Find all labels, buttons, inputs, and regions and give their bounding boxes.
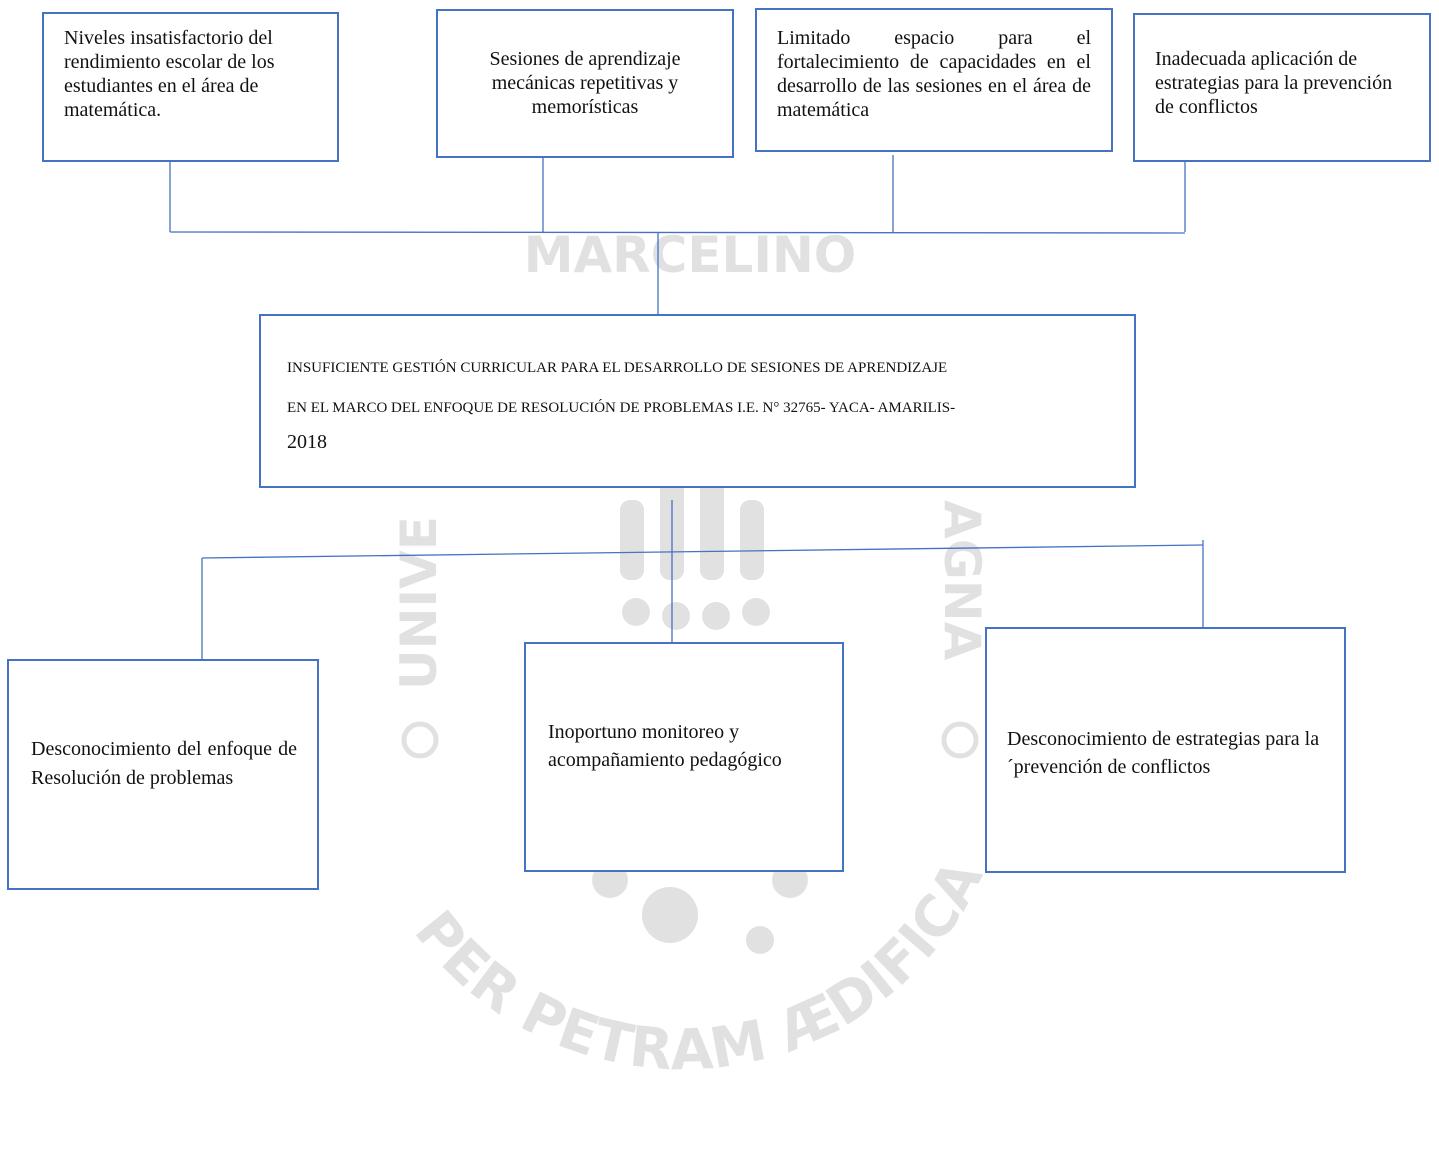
cause-box-1: Desconocimiento del enfoque de Resolució… <box>7 659 319 890</box>
central-problem-box: INSUFICIENTE GESTIÓN CURRICULAR PARA EL … <box>259 314 1136 488</box>
effect-text-3: Limitado espacio para el fortalecimiento… <box>777 27 1091 121</box>
cause-text-3: Desconocimiento de estrategias para la ´… <box>1007 728 1320 778</box>
effect-box-2: Sesiones de aprendizaje mecánicas repeti… <box>436 9 734 158</box>
effect-box-4: Inadecuada aplicación de estrategias par… <box>1133 13 1431 162</box>
effect-text-2: Sesiones de aprendizaje mecánicas repeti… <box>489 48 681 118</box>
watermark-top-text: MARCELINO <box>524 226 857 284</box>
central-problem-line-1: INSUFICIENTE GESTIÓN CURRICULAR PARA EL … <box>287 360 948 376</box>
effect-box-1: Niveles insatisfactorio del rendimiento … <box>42 12 339 162</box>
watermark-right-text: AGNA <box>933 500 991 661</box>
central-problem-line-2: EN EL MARCO DEL ENFOQUE DE RESOLUCIÓN DE… <box>287 400 956 416</box>
cause-box-3: Desconocimiento de estrategias para la ´… <box>985 627 1346 873</box>
cause-box-2: Inoportuno monitoreo y acompañamiento pe… <box>524 642 844 872</box>
watermark-bottom-text: SUPER PETRAM ÆDIFICABO <box>0 0 996 1083</box>
central-problem-line-3: 2018 <box>287 431 327 453</box>
cause-text-2: Inoportuno monitoreo y acompañamiento pe… <box>548 721 782 771</box>
cause-text-1: Desconocimiento del enfoque de Resolució… <box>31 738 297 789</box>
effect-box-3: Limitado espacio para el fortalecimiento… <box>755 8 1113 152</box>
watermark-left-text: UNIVE <box>390 516 448 690</box>
causes-horizontal-connector <box>201 544 1204 559</box>
effect-text-1: Niveles insatisfactorio del rendimiento … <box>64 27 275 121</box>
effect-text-4: Inadecuada aplicación de estrategias par… <box>1155 48 1393 118</box>
effects-horizontal-connector <box>169 231 1186 234</box>
